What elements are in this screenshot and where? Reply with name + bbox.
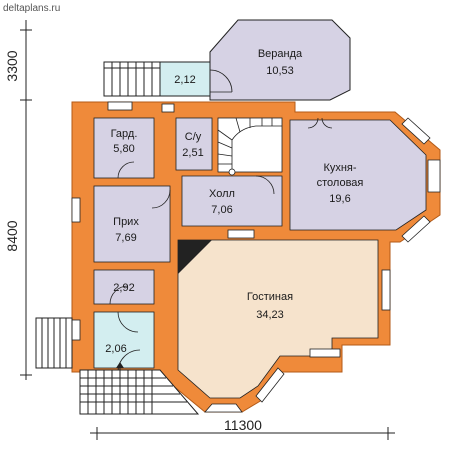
dimension-top-height: 3300 — [4, 50, 20, 81]
room-veranda — [209, 19, 351, 101]
label-entry-area: 7,69 — [115, 232, 136, 244]
room-storage — [93, 269, 155, 305]
room-wardrobe — [93, 117, 155, 179]
stairs-bottom-left — [35, 317, 73, 369]
label-kitchen-name-line2: столовая — [317, 177, 364, 189]
label-wardrobe-name: Гард. — [111, 128, 138, 140]
label-hall-name: Холл — [209, 188, 235, 200]
room-kitchen — [289, 119, 427, 231]
doors — [109, 69, 333, 373]
room-living — [177, 239, 379, 399]
label-wardrobe-area: 5,80 — [113, 143, 134, 155]
label-porch-bottom-area: 2,06 — [105, 343, 126, 355]
label-veranda-name: Веранда — [258, 48, 303, 60]
room-hall — [181, 175, 283, 227]
fireplace — [178, 240, 212, 274]
staircase — [217, 117, 283, 176]
room-entry — [93, 185, 171, 263]
label-bathroom-name: С/у — [185, 131, 202, 143]
label-veranda-area: 10,53 — [266, 65, 294, 77]
windows — [71, 101, 441, 413]
label-living-name: Гостиная — [247, 291, 293, 303]
label-kitchen-name-line1: Кухня- — [323, 162, 356, 174]
label-bathroom-area: 2,51 — [182, 147, 203, 159]
dimension-main-height: 8400 — [4, 220, 20, 251]
label-storage-area: 2,92 — [113, 282, 134, 294]
stairs-bottom-front — [79, 369, 200, 415]
stairs-top-porch — [103, 61, 161, 97]
entry-arrow-head — [116, 362, 124, 368]
label-living-area: 34,23 — [256, 309, 284, 321]
label-porch-top-area: 2,12 — [174, 74, 195, 86]
label-hall-area: 7,06 — [211, 204, 232, 216]
room-bathroom — [175, 117, 213, 171]
label-entry-name: Прих — [113, 216, 139, 228]
watermark-text: deltaplans.ru — [3, 3, 60, 14]
label-kitchen-area: 19,6 — [329, 193, 350, 205]
dimension-lines — [20, 20, 395, 440]
room-porch-bottom — [93, 311, 155, 369]
dimension-total-width: 11300 — [224, 417, 262, 433]
